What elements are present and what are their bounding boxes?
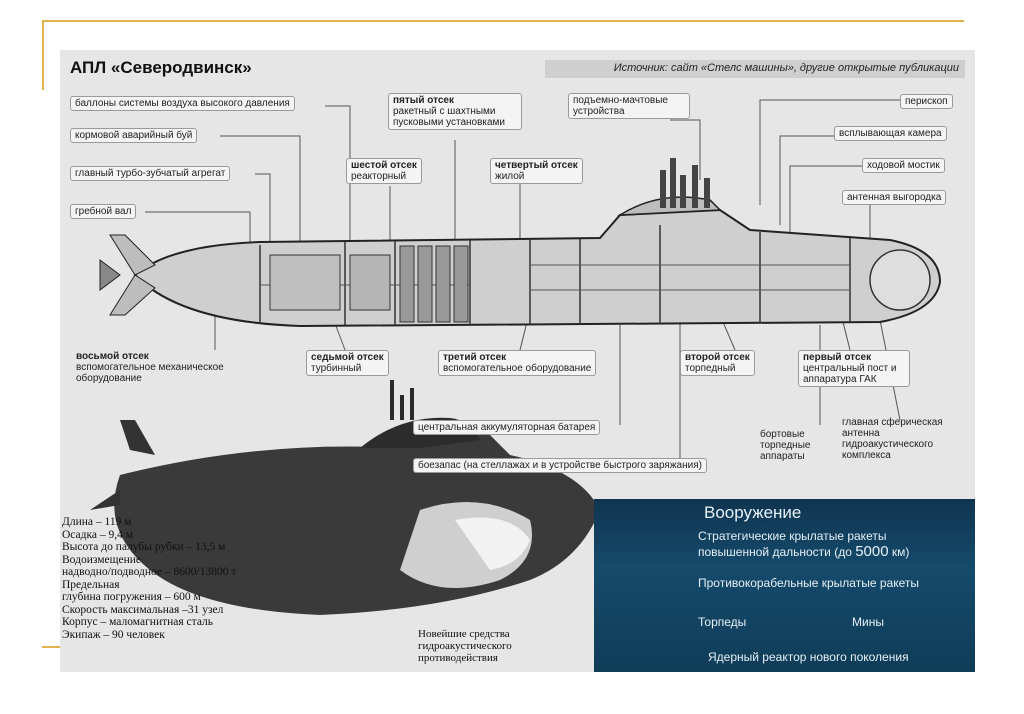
sixth-compartment-desc: реакторный xyxy=(351,171,407,182)
label-third-compartment: третий отсек вспомогательное оборудовани… xyxy=(438,350,597,376)
spec-item: Длина – 119 м xyxy=(62,516,132,528)
eighth-compartment-desc: вспомогательное механическое оборудовани… xyxy=(76,362,224,384)
fifth-compartment-heading: пятый отсек xyxy=(393,95,454,106)
label-balloons: баллоны системы воздуха высокого давлени… xyxy=(70,96,295,111)
second-compartment-heading: второй отсек xyxy=(685,352,750,363)
label-turbo: главный турбо-зубчатый агрегат xyxy=(70,166,231,181)
armament-mines: Мины xyxy=(852,615,884,629)
spec-item: Скорость максимальная –31 узел xyxy=(62,603,224,616)
label-buoy: кормовой аварийный буй xyxy=(70,128,198,143)
countermeasures-caption: Новейшие средства гидроакустического про… xyxy=(418,628,512,664)
spec-item: Экипаж – 90 человек xyxy=(62,628,165,641)
armament-strategic-missiles: Стратегические крылатые ракеты повышенно… xyxy=(698,529,909,560)
label-eighth-compartment: восьмой отсек вспомогательное механическ… xyxy=(72,350,252,385)
label-masts: подъемно-мачтовые устройства xyxy=(568,93,690,119)
label-bridge: ходовой мостик xyxy=(862,158,945,173)
slide-frame-bottom-line xyxy=(42,646,60,648)
label-fourth-compartment: четвертый отсек жилой xyxy=(490,158,583,184)
strategic-range: 5000 xyxy=(855,543,889,560)
label-shaft: гребной вал xyxy=(70,204,137,219)
third-compartment-desc: вспомогательное оборудование xyxy=(443,363,592,374)
label-ammo: боезапас (на стеллажах и в устройстве бы… xyxy=(413,458,707,473)
poster-title: АПЛ «Северодвинск» xyxy=(70,58,252,77)
label-sonar: главная сферическая антенна гидроакустич… xyxy=(842,417,943,461)
poster-source: Источник: сайт «Стелс машины», другие от… xyxy=(545,60,965,78)
label-periscope: перископ xyxy=(900,94,953,109)
strategic-line1: Стратегические крылатые ракеты xyxy=(698,529,887,543)
label-seventh-compartment: седьмой отсек турбинный xyxy=(306,350,389,376)
seventh-compartment-desc: турбинный xyxy=(311,363,362,374)
label-first-compartment: первый отсек центральный пост и аппарату… xyxy=(798,350,910,387)
seventh-compartment-heading: седьмой отсек xyxy=(311,352,384,363)
third-compartment-heading: третий отсек xyxy=(443,352,507,363)
armament-antiship-missiles: Противокорабельные крылатые ракеты xyxy=(698,576,919,590)
submarine-diagram xyxy=(90,99,942,634)
spec-item: Осадка – 9,4 м xyxy=(62,528,134,541)
spec-item: Предельная xyxy=(62,578,120,591)
spec-item: Высота до палубы рубки – 13,5 м xyxy=(62,541,226,553)
strategic-line2: повышенной дальности (до 5000 км) xyxy=(698,544,909,560)
eighth-compartment-heading: восьмой отсек xyxy=(76,351,149,362)
armament-title: Вооружение xyxy=(704,503,802,522)
label-second-compartment: второй отсек торпедный xyxy=(680,350,755,376)
slide-frame-top-line xyxy=(42,20,964,22)
fourth-compartment-heading: четвертый отсек xyxy=(495,160,578,171)
sixth-compartment-heading: шестой отсек xyxy=(351,160,417,171)
strategic-prefix: повышенной дальности (до xyxy=(698,545,856,559)
specs-list: Длина – 119 м Осадка – 9,4 м Высота до п… xyxy=(62,516,236,641)
label-fifth-compartment: пятый отсек ракетный с шахтными пусковым… xyxy=(388,93,522,130)
label-antenna-fence: антенная выгородка xyxy=(842,190,947,205)
slide-frame-left-line xyxy=(42,20,44,90)
strategic-suffix: км) xyxy=(888,545,910,559)
fifth-compartment-desc: ракетный с шахтными пусковыми установкам… xyxy=(393,106,506,128)
label-float-chamber: всплывающая камера xyxy=(834,126,947,141)
first-compartment-heading: первый отсек xyxy=(803,352,872,363)
armament-torpedoes: Торпеды xyxy=(698,615,747,629)
label-sixth-compartment: шестой отсек реакторный xyxy=(346,158,422,184)
spec-item: глубина погружения – 600 м xyxy=(62,591,201,603)
label-battery: центральная аккумуляторная батарея xyxy=(413,420,601,435)
label-side-tubes: бортовые торпедные аппараты xyxy=(760,429,811,462)
armament-panel: Вооружение Стратегические крылатые ракет… xyxy=(594,499,975,672)
spec-item: надводно/подводное – 8600/13800 т xyxy=(62,566,237,578)
fourth-compartment-desc: жилой xyxy=(495,171,525,182)
second-compartment-desc: торпедный xyxy=(685,363,736,374)
spec-item: Водоизмещение xyxy=(62,553,141,566)
spec-item: Корпус – маломагнитная сталь xyxy=(62,616,214,628)
armament-reactor: Ядерный реактор нового поколения xyxy=(708,650,909,664)
first-compartment-desc: центральный пост и аппаратура ГАК xyxy=(803,363,897,385)
